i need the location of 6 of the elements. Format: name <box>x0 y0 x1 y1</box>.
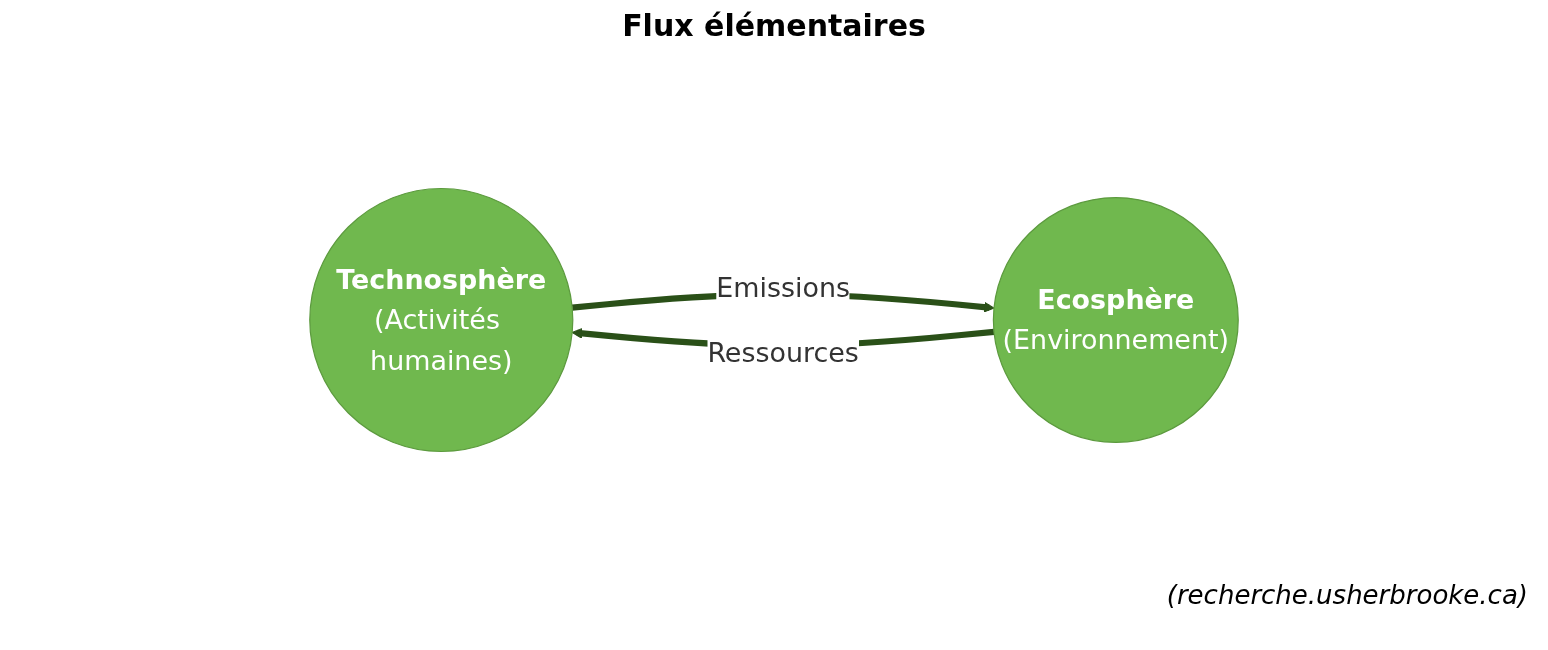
edge-label: Ressources <box>707 337 859 368</box>
node-circle: Technosphère (Activités humaines) <box>309 187 574 453</box>
edge-label: Emissions <box>716 272 851 303</box>
source-note: (recherche.usherbrooke.ca) <box>1166 580 1528 610</box>
diagram-heading: Flux élémentaires <box>621 8 927 43</box>
node-circle: Ecosphère (Environnement) <box>992 197 1239 444</box>
